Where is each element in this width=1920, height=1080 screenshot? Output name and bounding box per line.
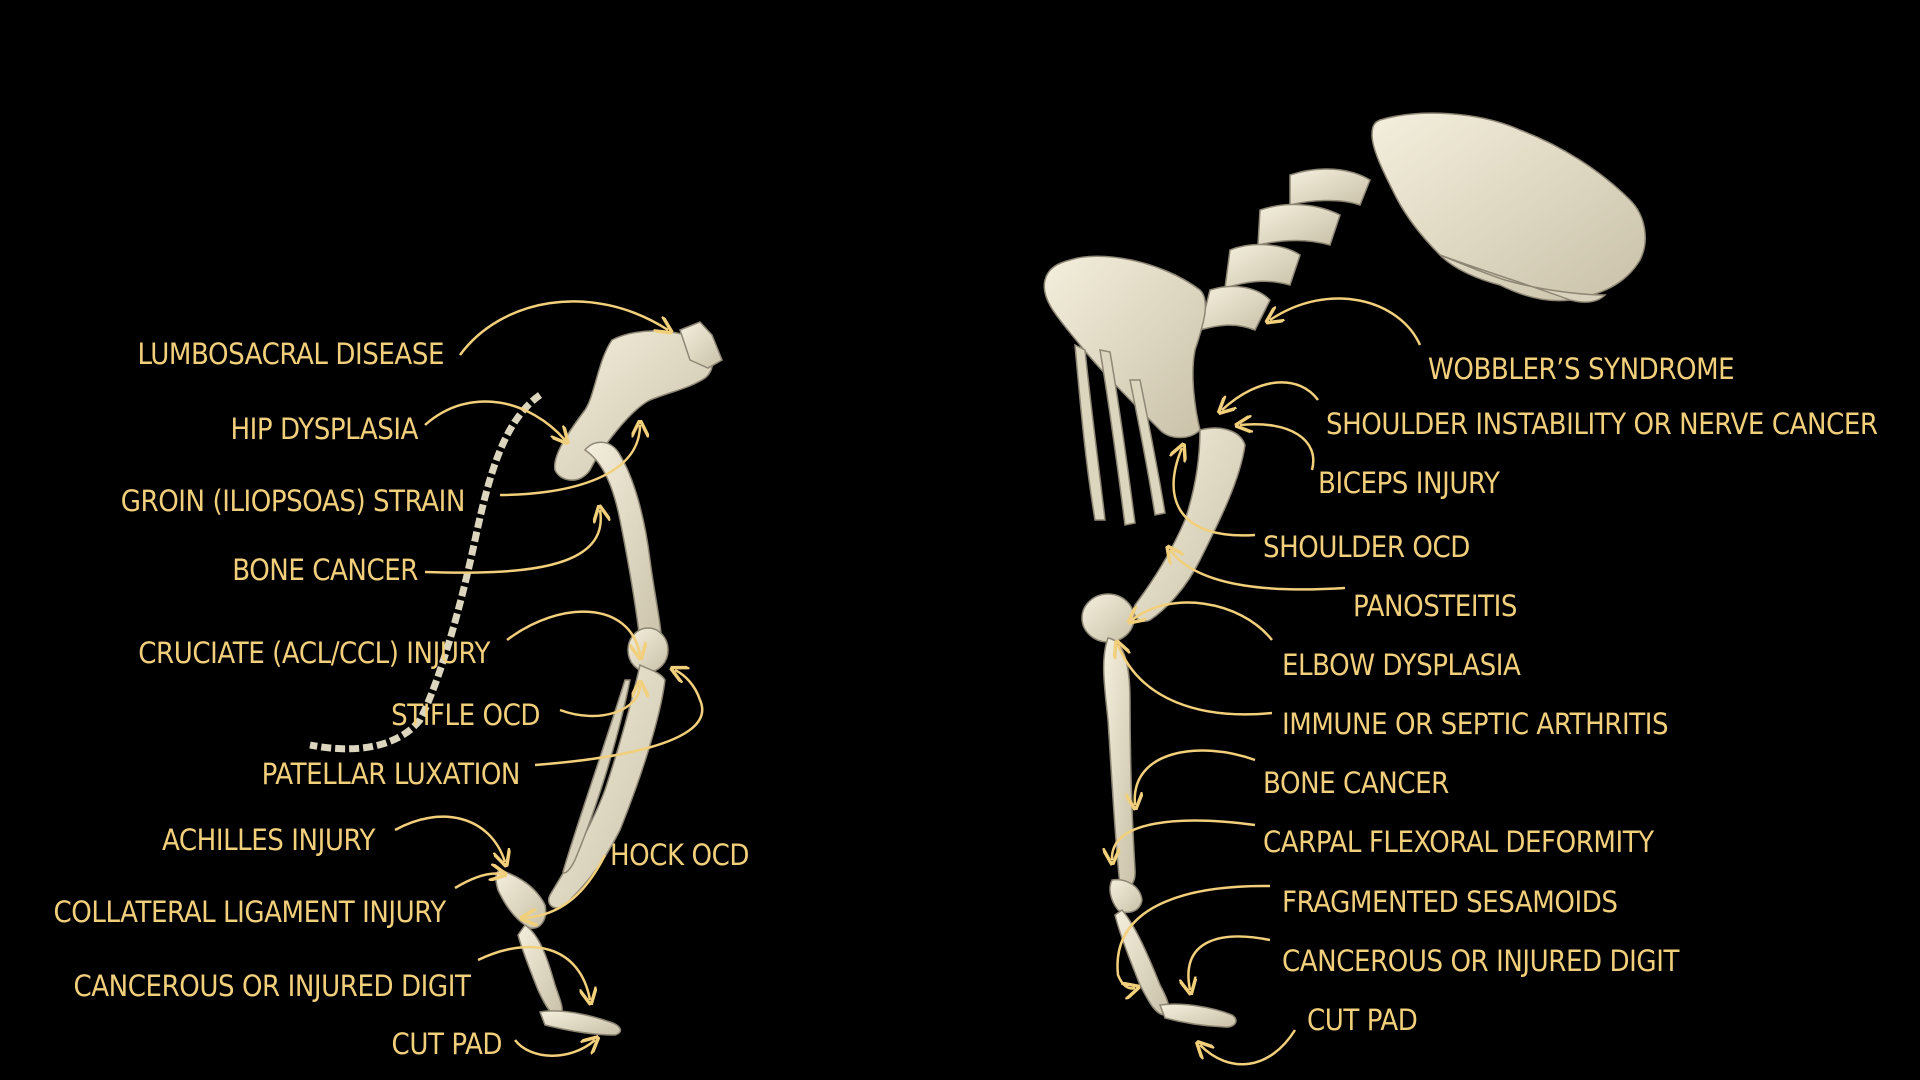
radius-ulna-bones [1104,638,1135,887]
label-cruciate-injury: CRUCIATE (ACL/CCL) INJURY [103,635,490,671]
hind-paw [540,1011,620,1035]
label-hind-bone-cancer: BONE CANCER [204,552,418,588]
arrow-biceps [1240,424,1313,470]
arrow-hip-dysplasia [425,401,565,440]
label-fragmented-sesamoids: FRAGMENTED SESAMOIDS [1282,884,1617,920]
label-hip-dysplasia: HIP DYSPLASIA [186,411,418,447]
arrow-cruciate [507,612,640,655]
cervical-vertebrae [1200,169,1370,330]
arrow-shoulder-instability [1222,382,1318,410]
arrow-fore-digit [1188,937,1270,990]
label-fore-cancerous-digit: CANCEROUS OR INJURED DIGIT [1282,943,1679,979]
arrow-hind-bone-cancer [425,510,601,573]
scapula-bone [1044,256,1205,437]
label-panosteitis: PANOSTEITIS [1353,588,1517,624]
label-fore-bone-cancer: BONE CANCER [1263,765,1449,801]
label-wobblers-syndrome: WOBBLER’S SYNDROME [1428,351,1734,387]
arrow-collateral [455,874,502,888]
label-hind-cancerous-digit: CANCEROUS OR INJURED DIGIT [74,968,466,1004]
arrow-fore-bone-cancer [1135,750,1255,805]
label-collateral-ligament-injury: COLLATERAL LIGAMENT INJURY [54,894,446,930]
fore-paw [1160,1004,1236,1027]
label-shoulder-instability: SHOULDER INSTABILITY OR NERVE CANCER [1326,406,1878,442]
hock-bones [496,870,546,928]
label-patellar-luxation: PATELLAR LUXATION [223,756,520,792]
femur-bone [585,442,661,659]
label-lumbosacral-disease: LUMBOSACRAL DISEASE [118,336,444,372]
stifle-joint [628,628,668,672]
arrow-wobblers [1270,298,1420,345]
skull-bone [1372,113,1645,300]
carpus-bones [1110,880,1142,913]
elbow-joint [1082,594,1134,642]
label-stifle-ocd: STIFLE OCD [342,697,540,733]
arrow-elbow-dysplasia [1132,603,1272,640]
label-biceps-injury: BICEPS INJURY [1318,465,1500,501]
arrow-achilles [395,817,505,862]
metacarpal-bones [1115,910,1169,1015]
metatarsal-bones [518,925,562,1015]
label-carpal-flexoral-deformity: CARPAL FLEXORAL DEFORMITY [1263,824,1654,860]
label-groin-strain: GROIN (ILIOPSOAS) STRAIN [110,483,466,519]
arrow-fore-cut-pad [1200,1030,1295,1064]
label-hind-cut-pad: CUT PAD [338,1026,502,1062]
arrow-immune-arthritis [1118,645,1272,714]
label-hock-ocd: HOCK OCD [610,837,749,873]
label-shoulder-ocd: SHOULDER OCD [1263,529,1470,565]
label-immune-septic-arthritis: IMMUNE OR SEPTIC ARTHRITIS [1282,706,1668,742]
arrow-layer [395,298,1420,1064]
label-elbow-dysplasia: ELBOW DYSPLASIA [1282,647,1520,683]
label-fore-cut-pad: CUT PAD [1307,1002,1417,1038]
arrow-hind-cut-pad [515,1040,595,1056]
label-achilles-injury: ACHILLES INJURY [128,822,376,858]
